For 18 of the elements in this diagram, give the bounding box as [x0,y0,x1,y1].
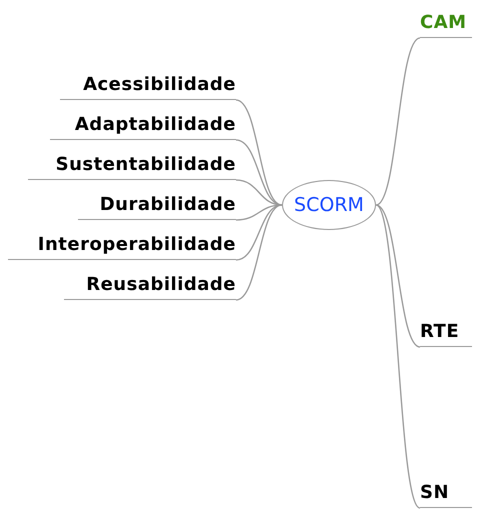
branch-label: Acessibilidade [60,68,236,100]
branch-label: Interoperabilidade [8,228,236,260]
branch-label: CAM [420,6,472,38]
branch-label: RTE [420,315,472,347]
connector-line [236,139,282,206]
connector-line [376,204,420,508]
connector-line [376,204,420,348]
connector-line [236,179,282,206]
branch-label: Sustentabilidade [28,148,236,180]
branch-label: SN [420,476,472,508]
branch-label: Reusabilidade [64,268,236,300]
connector-line [236,204,282,301]
connector-line [236,99,282,206]
topic-ellipse: SCORM [282,180,376,230]
connector-line [376,37,420,206]
branch-label: Durabilidade [78,188,236,220]
connector-line [236,204,282,261]
branch-label: Adaptabilidade [50,108,236,140]
